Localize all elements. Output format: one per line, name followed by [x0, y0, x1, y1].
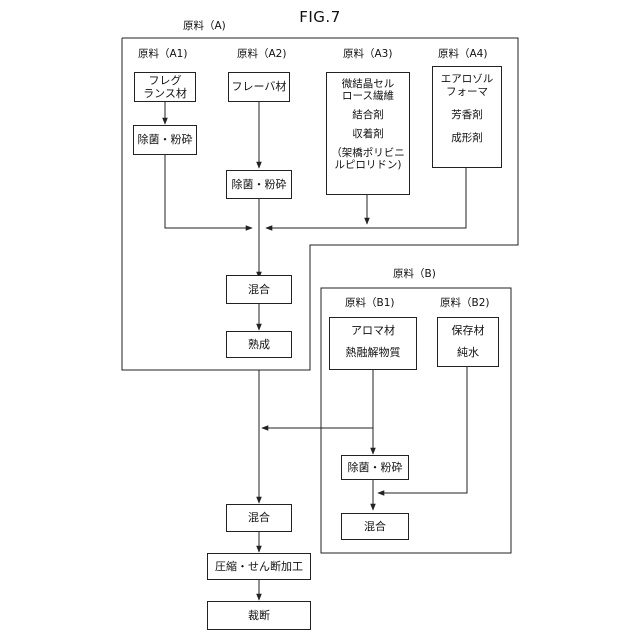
a2-label: 原料（A2) — [237, 48, 286, 61]
b1-label: 原料（B1) — [345, 297, 394, 310]
a1-sterilize-grind-box: 除菌・粉砕 — [133, 125, 197, 155]
group-b-label: 原料（B) — [393, 268, 436, 281]
b1-material-box: アロマ材 熱融解物質 — [329, 317, 417, 370]
a3-line-pvpp-1: （架橋ポリビニ — [327, 147, 409, 159]
a4-material-box: エアロゾル フォーマ 芳香剤 成形剤 — [432, 66, 502, 168]
a4-line-fragrance: 芳香剤 — [433, 109, 501, 122]
final-mix-box: 混合 — [226, 504, 292, 532]
a4-line-forming: 成形剤 — [433, 132, 501, 145]
a3-line-pvpp-2: ルピロリドン) — [327, 159, 409, 171]
a1-material-box: フレグ ランス材 — [134, 72, 196, 102]
b2-line-preservative: 保存材 — [438, 324, 498, 338]
b1-sterilize-grind-box: 除菌・粉砕 — [341, 455, 409, 480]
a1-material-line-1: フレグ — [149, 74, 182, 87]
a3-label: 原料（A3) — [343, 48, 392, 61]
a3-material-box: 微結晶セル ロース繊維 結合剤 収着剤 （架橋ポリビニ ルピロリドン) — [326, 72, 410, 195]
cutting-box: 裁断 — [207, 601, 311, 630]
a-aging-box: 熟成 — [226, 331, 292, 358]
a3-line-binder: 結合剤 — [327, 109, 409, 121]
b2-label: 原料（B2) — [440, 297, 489, 310]
figure-title: FIG.7 — [0, 8, 640, 26]
a2-material-box: フレーバ材 — [228, 72, 290, 102]
b2-line-pure-water: 純水 — [438, 346, 498, 360]
a3-line-2: ロース繊維 — [327, 90, 409, 102]
a2-sterilize-grind-box: 除菌・粉砕 — [226, 170, 292, 199]
b1-line-aroma: アロマ材 — [330, 324, 416, 338]
b1-line-heat-melt: 熱融解物質 — [330, 346, 416, 360]
group-a-label: 原料（A) — [183, 20, 226, 33]
a1-material-line-2: ランス材 — [143, 87, 187, 100]
a4-line-2: フォーマ — [433, 86, 501, 99]
compress-shear-box: 圧縮・せん断加工 — [207, 553, 311, 580]
a3-line-sorbent: 収着剤 — [327, 128, 409, 140]
a3-line-1: 微結晶セル — [327, 78, 409, 90]
a1-label: 原料（A1) — [138, 48, 187, 61]
a4-line-1: エアロゾル — [433, 73, 501, 86]
a-mix-box: 混合 — [226, 275, 292, 304]
b-mix-box: 混合 — [341, 513, 409, 540]
a4-label: 原料（A4) — [438, 48, 487, 61]
b2-material-box: 保存材 純水 — [437, 317, 499, 367]
